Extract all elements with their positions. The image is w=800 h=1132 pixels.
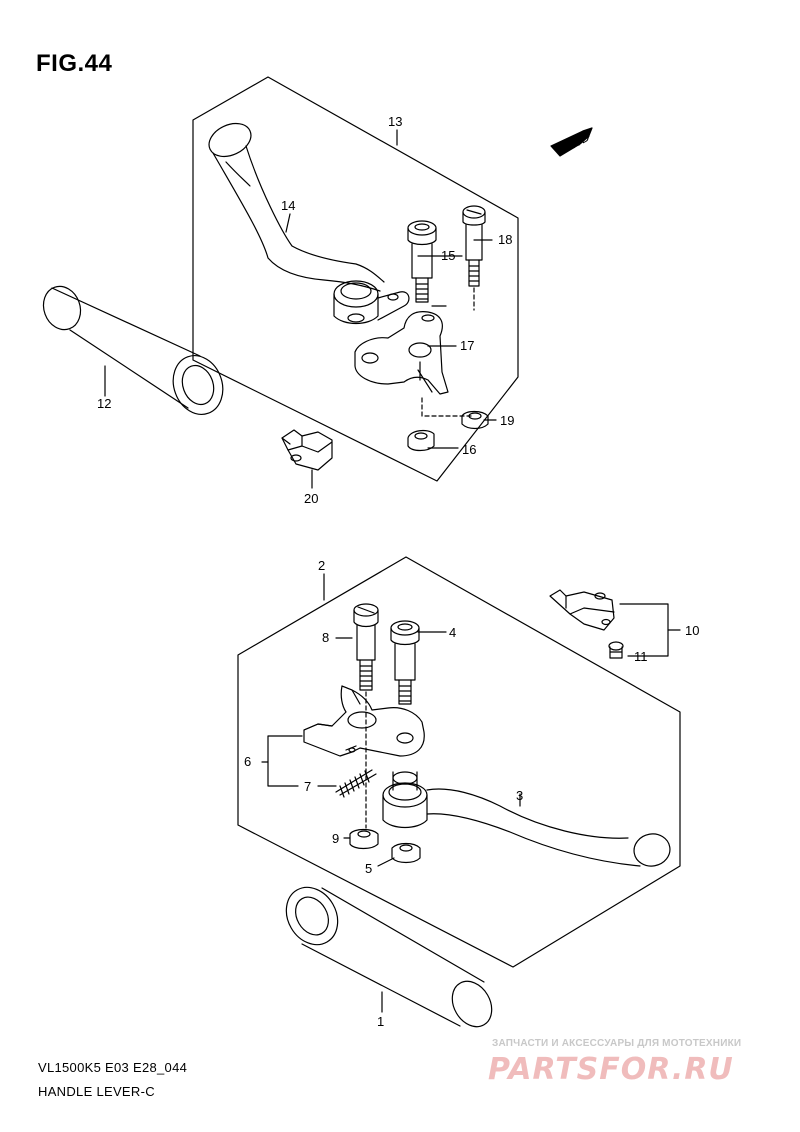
leader-lines-upper	[104, 129, 497, 489]
figure-title: FIG.44	[36, 50, 113, 77]
callout-7: 7	[304, 779, 311, 794]
model-code: VL1500K5 E03 E28_044	[38, 1060, 188, 1075]
switch-10	[549, 589, 615, 631]
callout-12: 12	[97, 396, 111, 411]
callout-16: 16	[462, 442, 476, 457]
callout-19: 19	[500, 413, 514, 428]
callout-6: 6	[244, 754, 251, 769]
pivot-bolt-15	[407, 220, 437, 303]
callout-1: 1	[377, 1014, 384, 1029]
fwd-marker: FWD	[559, 129, 592, 156]
fwd-arrow-icon	[550, 127, 593, 157]
callout-3: 3	[516, 788, 523, 803]
lever-holder-17	[354, 311, 449, 395]
switch-20	[281, 429, 333, 471]
callout-9: 9	[332, 831, 339, 846]
alignment-lines-upper	[421, 287, 475, 417]
callout-2: 2	[318, 558, 325, 573]
callout-11: 11	[634, 649, 648, 664]
clutch-lever-14	[208, 122, 410, 325]
bolt-8	[353, 603, 379, 691]
handlebar-grip-12	[42, 285, 224, 415]
diagram-name: HANDLE LEVER-C	[38, 1084, 155, 1099]
callout-4: 4	[449, 625, 456, 640]
callout-13: 13	[388, 114, 402, 129]
brake-lever-3	[382, 771, 671, 867]
callout-5: 5	[365, 861, 372, 876]
nut-16	[407, 429, 435, 452]
watermark-logo: PARTSFOR.RU	[488, 1052, 734, 1087]
bolt-18	[462, 205, 486, 287]
callout-8: 8	[322, 630, 329, 645]
nut-5	[391, 842, 421, 864]
callout-17: 17	[460, 338, 474, 353]
callout-15: 15	[441, 248, 455, 263]
handlebar-grip-1	[285, 886, 493, 1028]
watermark-tagline: ЗАПЧАСТИ И АКСЕССУАРЫ ДЛЯ МОТОТЕХНИКИ	[492, 1038, 742, 1049]
lever-holder-6	[303, 685, 425, 757]
assembly-2-outline	[237, 556, 681, 968]
callout-18: 18	[498, 232, 512, 247]
nut-9	[349, 828, 379, 850]
leader-lines-lower	[261, 573, 681, 1013]
spring-7	[335, 769, 377, 798]
screw-11	[608, 641, 624, 659]
callout-20: 20	[304, 491, 318, 506]
callout-labels: 13 14 15 18 17 19 16 12 20 2 8 4 10 11 6…	[97, 114, 699, 1029]
callout-10: 10	[685, 623, 699, 638]
callout-14: 14	[281, 198, 295, 213]
assembly-13-outline	[192, 76, 519, 482]
pivot-bolt-4	[390, 620, 420, 705]
